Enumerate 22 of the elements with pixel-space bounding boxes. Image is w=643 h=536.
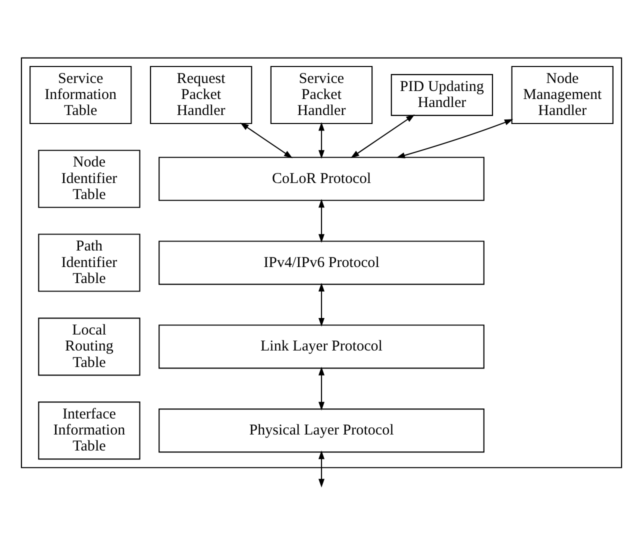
arrow	[318, 450, 325, 488]
node-box: Local Routing Table	[38, 318, 140, 376]
arrow	[396, 119, 514, 158]
node-box: Link Layer Protocol	[158, 324, 484, 369]
arrow	[318, 282, 325, 327]
node-box: Service Information Table	[30, 66, 132, 124]
arrow	[350, 114, 415, 158]
node-box: IPv4/IPv6 Protocol	[158, 240, 484, 285]
node-box: Path Identifier Table	[38, 234, 140, 292]
node-box: Request Packet Handler	[150, 66, 252, 124]
node-box: PID Updating Handler	[390, 74, 494, 116]
node-box: Node Management Handler	[511, 66, 614, 124]
arrow	[318, 198, 325, 243]
node-box: Interface Information Table	[38, 402, 140, 460]
node-box: CoLoR Protocol	[158, 156, 484, 201]
arrow	[318, 366, 325, 410]
node-box: Physical Layer Protocol	[158, 408, 484, 453]
node-box: Service Packet Handler	[270, 66, 373, 124]
arrow	[240, 122, 293, 158]
cluster	[20, 57, 622, 468]
arrow	[318, 122, 325, 159]
node-box: Node Identifier Table	[38, 150, 140, 208]
